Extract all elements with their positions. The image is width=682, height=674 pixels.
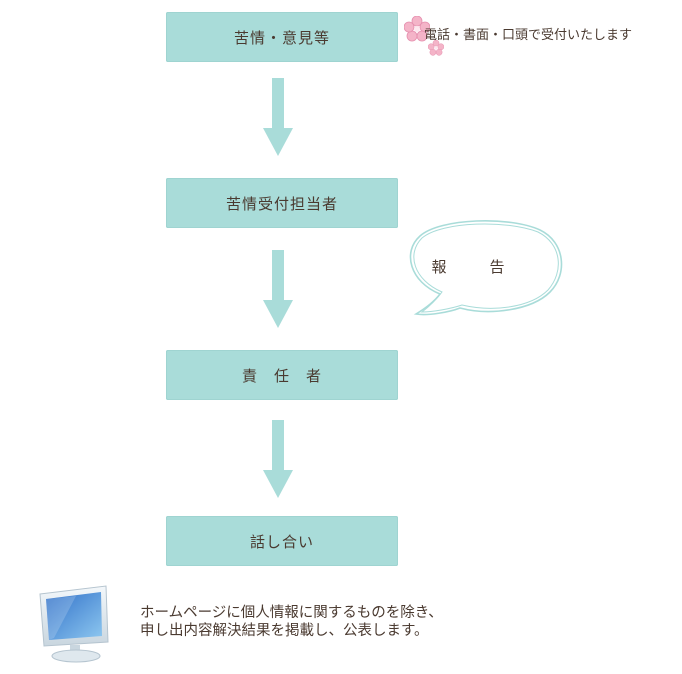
step-label: 苦情受付担当者 [225, 194, 338, 213]
step-label: 苦情・意見等 [233, 28, 330, 47]
step-label: 話し合い [249, 532, 314, 551]
down-arrow-icon [263, 420, 293, 498]
reception-note: 電話・書面・口頭で受付いたします [424, 28, 633, 43]
down-arrow-icon [263, 78, 293, 156]
footer-line-2: 申し出内容解決結果を掲載し、公表します。 [140, 623, 429, 639]
flower-icon [404, 16, 430, 42]
step-discussion: 話し合い [166, 516, 398, 566]
flower-icon [428, 40, 444, 56]
monitor-icon [39, 585, 109, 663]
step-label: 責 任 者 [241, 366, 322, 385]
footer-text: ホームページに個人情報に関するものを除き、 申し出内容解決結果を掲載し、公表しま… [140, 604, 443, 640]
report-label: 報 告 [431, 258, 519, 276]
step-responsible-person: 責 任 者 [166, 350, 398, 400]
speech-bubble-icon [409, 220, 563, 316]
down-arrow-icon [263, 250, 293, 328]
step-complaint-receiver: 苦情受付担当者 [166, 178, 398, 228]
step-complaint: 苦情・意見等 [166, 12, 398, 62]
footer-line-1: ホームページに個人情報に関するものを除き、 [140, 605, 443, 621]
